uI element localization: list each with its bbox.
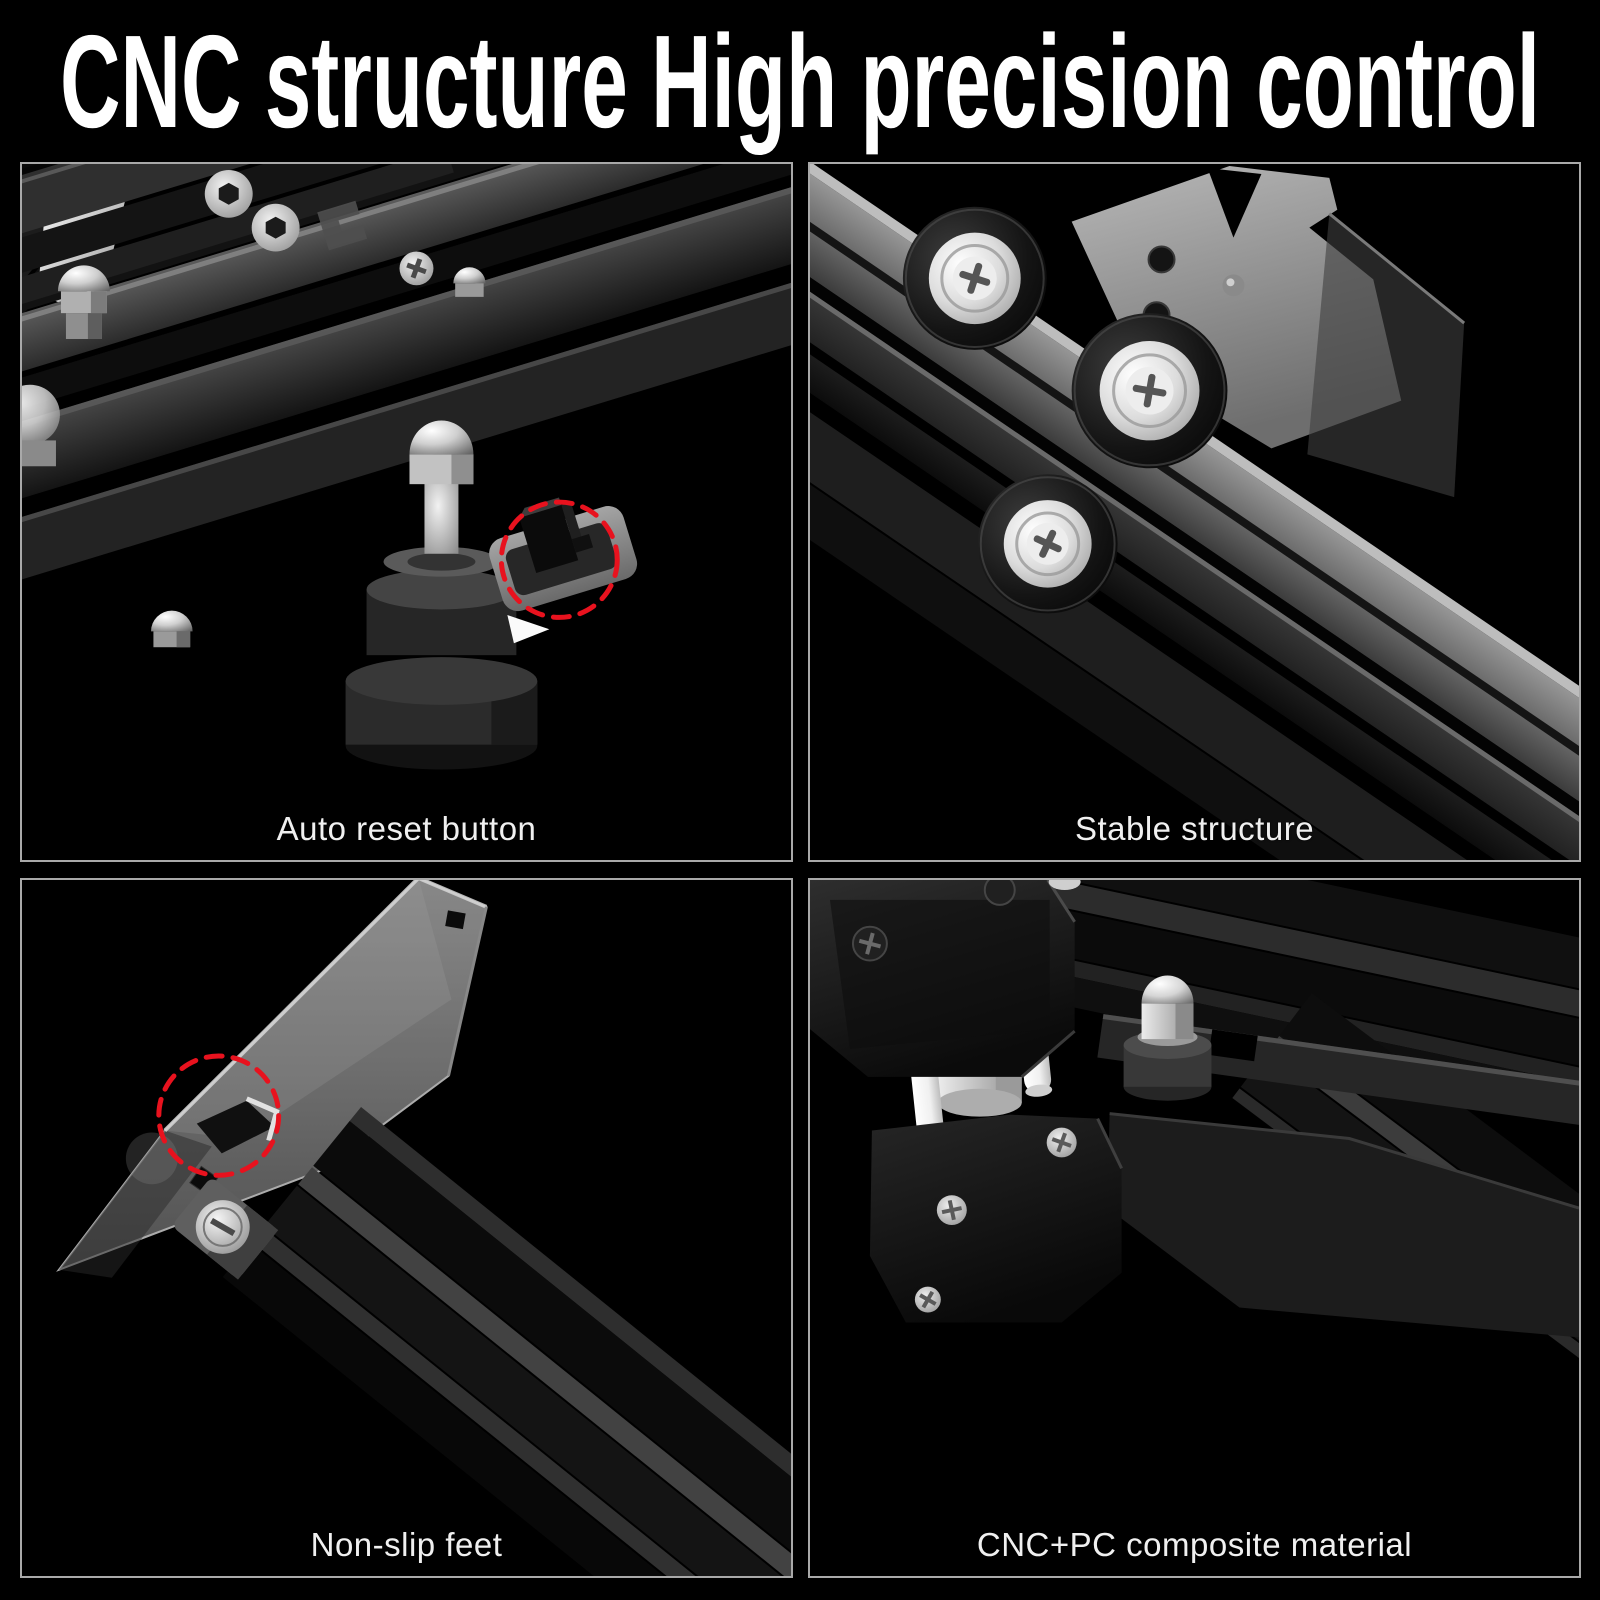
pan-head-screw-right	[399, 251, 434, 286]
v-slot-rails	[810, 164, 1579, 860]
socket-head-screws	[204, 169, 300, 252]
panel-illustration-stable-structure	[810, 164, 1579, 860]
feature-panel-auto-reset: Auto reset button	[20, 162, 793, 862]
mounting-bracket-plate	[1071, 165, 1466, 498]
roller-wheel-1	[902, 206, 1047, 350]
stepper-motor-block	[810, 880, 1081, 1078]
carriage-arm	[1097, 1014, 1579, 1127]
roller-wheel-2	[1071, 313, 1228, 469]
dome-nut-far-left	[22, 384, 60, 467]
extrusion-rail-foot	[222, 1106, 791, 1576]
center-bolt-stack	[345, 420, 538, 770]
reset-button-pocket	[489, 497, 638, 644]
dome-nut-lower-left	[151, 610, 193, 648]
page-title: CNC structure High precision control	[60, 8, 1540, 155]
smoky-base-plate	[1107, 1113, 1579, 1338]
caption-stable-structure: Stable structure	[1074, 810, 1315, 847]
highlight-circle-reset-button	[498, 499, 620, 620]
acrylic-foot-plate	[56, 880, 488, 1278]
roller-wheel-3	[977, 474, 1118, 614]
feature-grid: Auto reset button	[20, 162, 1581, 1578]
page-title-svg: CNC structure High precision control	[60, 8, 1540, 155]
panel-illustration-non-slip-feet	[22, 880, 791, 1576]
feature-panel-composite-material: CNC+PC composite material	[808, 878, 1581, 1578]
lower-mount-block	[869, 1114, 1123, 1323]
caption-auto-reset: Auto reset button	[276, 810, 537, 847]
base-plate-edge	[1109, 1112, 1579, 1210]
dome-nut-assembly	[1123, 975, 1212, 1101]
highlight-circle-foot-pad	[156, 1053, 282, 1178]
title-bar: CNC structure High precision control	[0, 0, 1600, 162]
dome-nut-right	[453, 267, 486, 297]
panel-illustration-auto-reset	[22, 164, 791, 860]
dome-nut-left	[57, 265, 110, 339]
feature-panel-non-slip-feet: Non-slip feet	[20, 878, 793, 1578]
belt-clip	[317, 200, 368, 251]
caption-composite-material: CNC+PC composite material	[976, 1526, 1413, 1563]
foot-mount-screw	[174, 1179, 279, 1280]
feature-panel-stable-structure: Stable structure	[808, 162, 1581, 862]
caption-non-slip-feet: Non-slip feet	[310, 1526, 503, 1563]
panel-illustration-composite-material	[810, 880, 1579, 1576]
